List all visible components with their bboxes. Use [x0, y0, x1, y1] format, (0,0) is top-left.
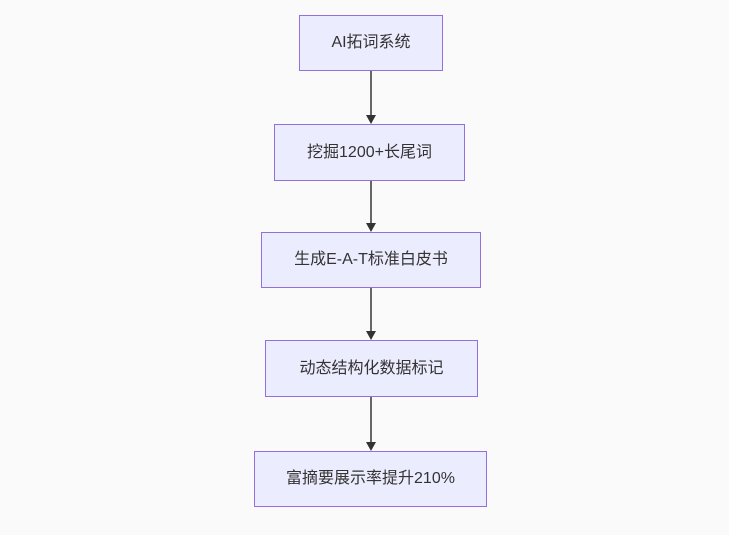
node-label: 富摘要展示率提升210% — [286, 470, 455, 488]
arrow-down-icon — [366, 115, 376, 124]
flowchart-node-ai-keyword-system: AI拓词系统 — [299, 15, 443, 71]
flowchart-edge-d-e — [366, 397, 376, 451]
flowchart-node-rich-snippet-result: 富摘要展示率提升210% — [254, 451, 487, 507]
edge-line — [370, 181, 372, 223]
edge-line — [370, 397, 372, 442]
flowchart-edge-c-d — [366, 288, 376, 340]
edge-line — [370, 71, 372, 115]
flowchart-node-eat-whitepaper: 生成E-A-T标准白皮书 — [261, 232, 481, 288]
node-label: 生成E-A-T标准白皮书 — [294, 251, 448, 269]
flowchart-edge-b-c — [366, 181, 376, 232]
node-label: AI拓词系统 — [331, 34, 411, 52]
arrow-down-icon — [366, 331, 376, 340]
node-label: 动态结构化数据标记 — [299, 359, 444, 377]
flowchart-edge-a-b — [366, 71, 376, 124]
flowchart-node-longtail-mining: 挖掘1200+长尾词 — [274, 124, 465, 181]
flowchart-node-structured-data-markup: 动态结构化数据标记 — [265, 340, 478, 397]
node-label: 挖掘1200+长尾词 — [307, 143, 432, 161]
arrow-down-icon — [366, 442, 376, 451]
edge-line — [370, 288, 372, 331]
arrow-down-icon — [366, 223, 376, 232]
